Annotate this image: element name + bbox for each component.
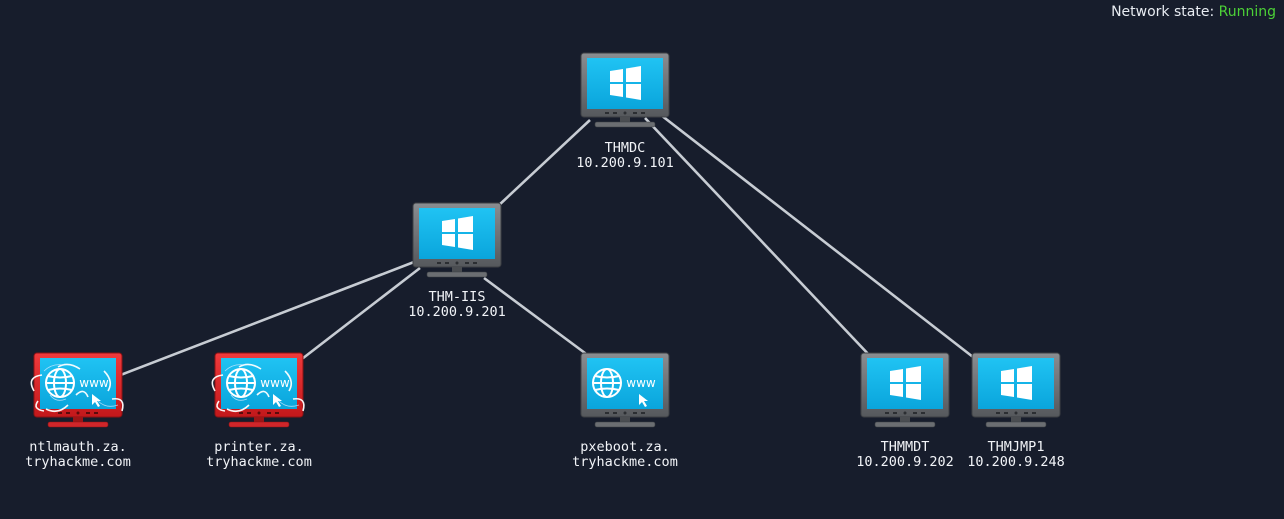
network-links (117, 110, 974, 378)
node-thmdc[interactable] (580, 52, 670, 128)
node-thmiis[interactable] (412, 202, 502, 278)
network-state-value: Running (1218, 4, 1276, 20)
windows-monitor-icon (580, 52, 670, 128)
network-state-indicator: Network state: Running (1111, 4, 1276, 20)
link-thmdc-thmjmp1 (656, 110, 974, 359)
node-name: pxeboot.za. (580, 439, 670, 455)
node-ntlmauth[interactable] (31, 353, 123, 427)
link-thmdc-thmmdt (644, 117, 872, 358)
node-name: printer.za. (214, 439, 304, 455)
link-thmiis-ntlmauth (117, 260, 415, 378)
node-address: tryhackme.com (25, 454, 131, 470)
network-state-label: Network state: (1111, 4, 1215, 20)
node-name: THMMDT (880, 439, 930, 455)
www-globe-monitor-icon (212, 353, 304, 427)
link-thmiis-pxeboot (483, 276, 590, 358)
node-address: 10.200.9.101 (576, 155, 674, 171)
windows-monitor-icon (971, 352, 1061, 428)
node-thmjmp1[interactable] (971, 352, 1061, 428)
node-label-ntlmauth: ntlmauth.za.tryhackme.com (0, 440, 178, 470)
node-printer[interactable] (212, 353, 304, 427)
node-label-printer: printer.za.tryhackme.com (159, 440, 359, 470)
www-globe-monitor-icon (31, 353, 123, 427)
node-name: THM-IIS (428, 289, 486, 305)
link-thmdc-thmiis (497, 119, 591, 207)
network-nodes (31, 52, 1061, 428)
node-address: 10.200.9.201 (408, 304, 506, 320)
node-name: THMDC (604, 140, 646, 156)
node-pxeboot[interactable] (581, 353, 669, 427)
node-address: 10.200.9.202 (856, 454, 954, 470)
node-name: ntlmauth.za. (29, 439, 127, 455)
node-thmmdt[interactable] (860, 352, 950, 428)
node-address: 10.200.9.248 (967, 454, 1065, 470)
www-globe-monitor-icon (581, 353, 669, 427)
node-address: tryhackme.com (206, 454, 312, 470)
link-thmiis-printer (297, 266, 421, 364)
node-address: tryhackme.com (572, 454, 678, 470)
node-name: THMJMP1 (987, 439, 1045, 455)
windows-monitor-icon (412, 202, 502, 278)
node-label-pxeboot: pxeboot.za.tryhackme.com (525, 440, 725, 470)
windows-monitor-icon (860, 352, 950, 428)
